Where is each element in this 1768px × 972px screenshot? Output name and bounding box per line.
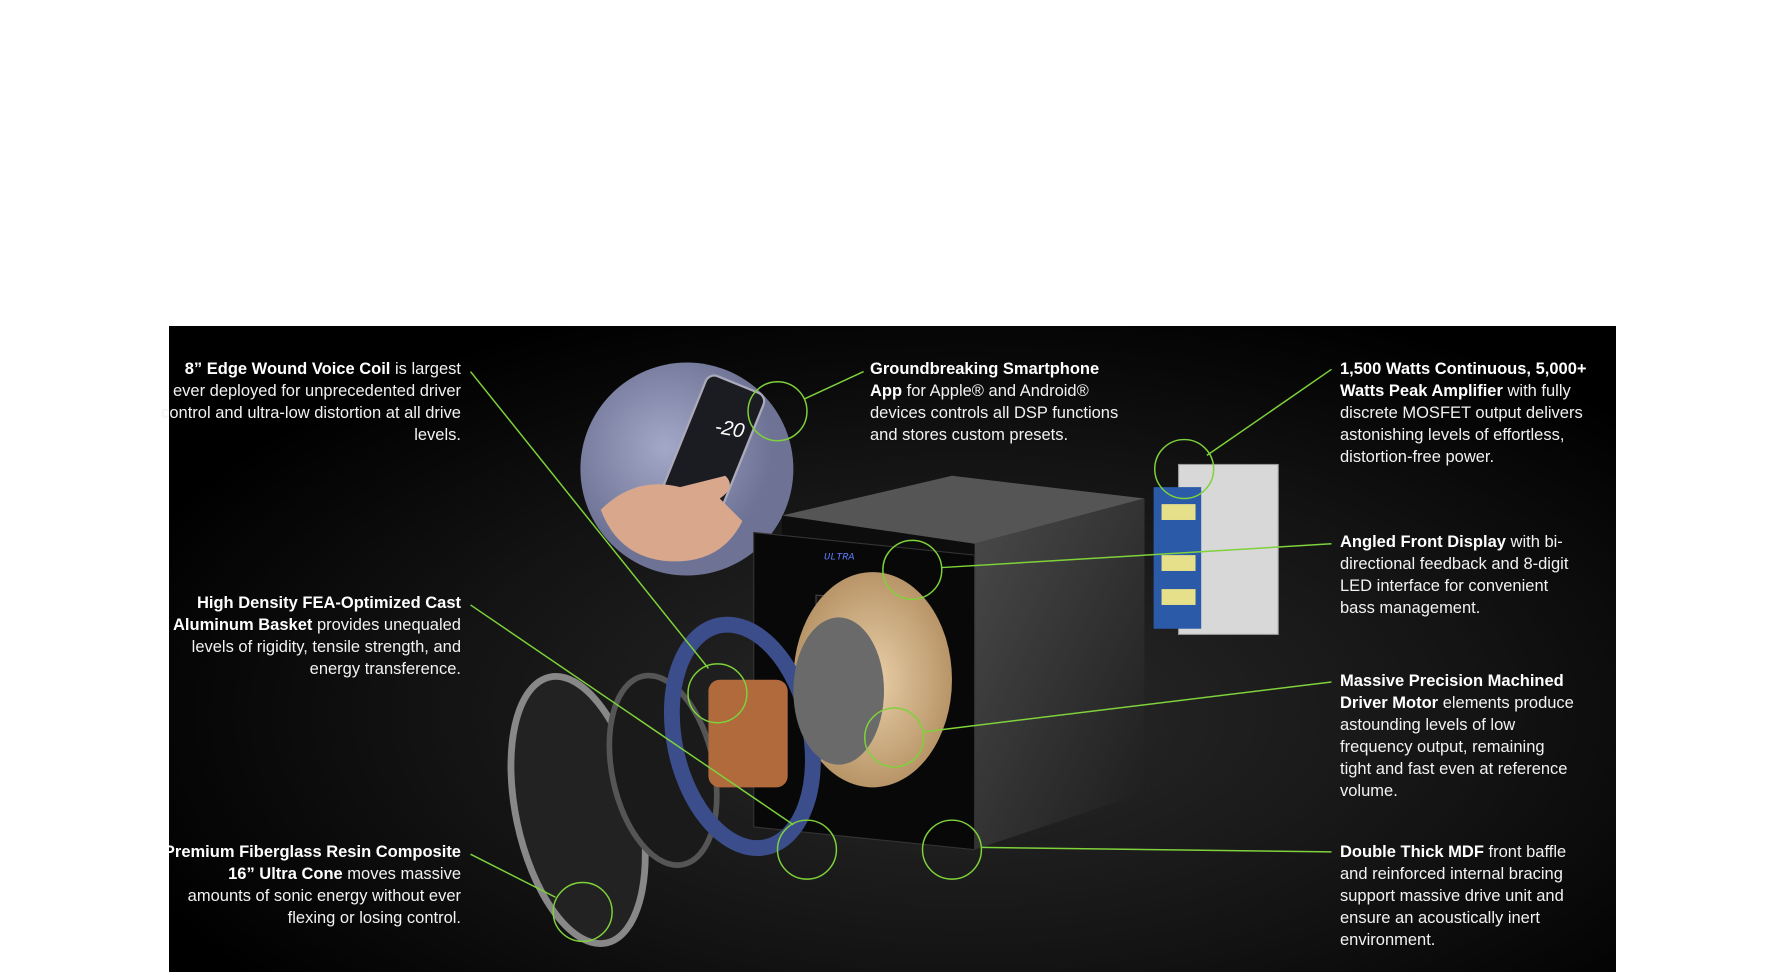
callout-basket: High Density FEA-Optimized Cast Aluminum…	[161, 592, 461, 680]
callout-text: provides unequaled levels of rigidity, t…	[191, 616, 461, 678]
callout-title: Groundbreaking Smartphone App	[870, 360, 1100, 400]
callout-title: Double Thick MDF	[1340, 843, 1484, 861]
callout-text: with fully discrete MOSFET output delive…	[1340, 382, 1583, 466]
callout-title: 1,500 Watts Continuous, 5,000+ Watts Pea…	[1340, 360, 1587, 400]
callout-cone: Premium Fiberglass Resin Composite 16” U…	[161, 841, 461, 929]
amplifier-board	[1153, 463, 1279, 635]
subwoofer-cabinet: ULTRA	[753, 475, 1145, 851]
callout-text: moves massive amounts of sonic energy wi…	[187, 865, 461, 927]
callout-motor: Massive Precision Machined Driver Motor …	[1340, 670, 1580, 802]
callout-title: 8” Edge Wound Voice Coil	[184, 360, 391, 378]
callout-voice-coil: 8” Edge Wound Voice Coil is largest ever…	[161, 358, 461, 446]
driver-components	[507, 616, 884, 948]
callout-leaders	[469, 368, 1332, 943]
app-volume-readout: -20	[713, 416, 746, 443]
callout-text: is largest ever deployed for unprecedent…	[161, 360, 461, 444]
callout-title: Massive Precision Machined Driver Motor	[1340, 672, 1564, 712]
callout-app: Groundbreaking Smartphone App for Apple®…	[870, 358, 1135, 446]
callout-display: Angled Front Display with bi-directional…	[1340, 531, 1580, 619]
callout-text: elements produce astounding levels of lo…	[1340, 694, 1574, 800]
smartphone-app-image: -20	[580, 362, 794, 576]
callout-amplifier: 1,500 Watts Continuous, 5,000+ Watts Pea…	[1340, 358, 1605, 468]
callout-text: for Apple® and Android® devices controls…	[870, 382, 1119, 444]
callout-text: front baffle and reinforced internal bra…	[1340, 843, 1567, 949]
callout-mdf: Double Thick MDF front baffle and reinfo…	[1340, 841, 1590, 951]
callout-text: with bi-directional feedback and 8-digit…	[1340, 533, 1569, 617]
callout-title: High Density FEA-Optimized Cast Aluminum…	[173, 594, 461, 634]
led-display-text: ULTRA	[824, 553, 855, 564]
callout-title: Angled Front Display	[1340, 533, 1506, 551]
callout-title: Premium Fiberglass Resin Composite 16” U…	[163, 843, 461, 883]
